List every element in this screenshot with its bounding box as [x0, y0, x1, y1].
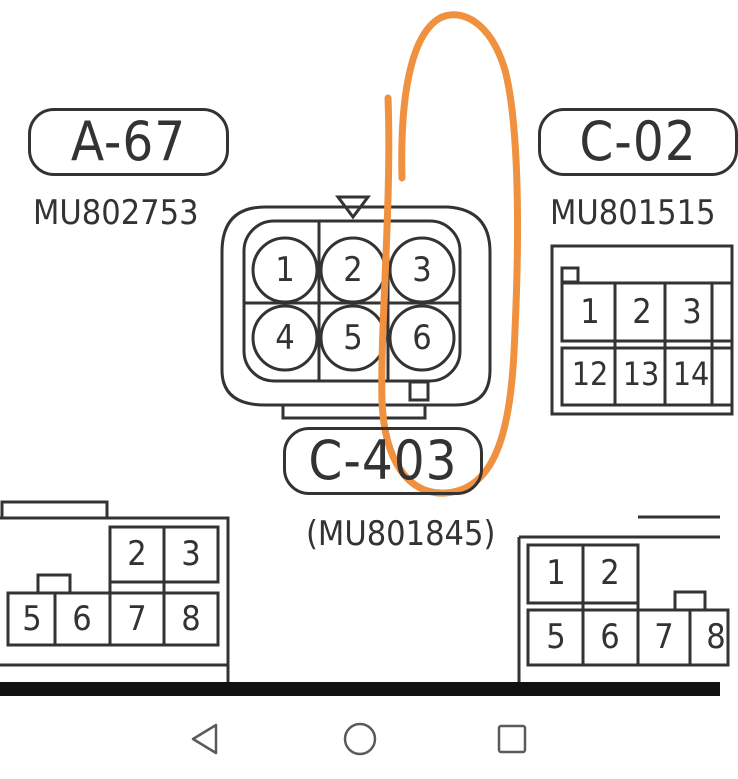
bottom-left-pin: 2: [127, 534, 147, 574]
c02-part-number: MU801515: [550, 193, 716, 233]
c02-pin: 14: [672, 355, 710, 393]
pin-circle-6: [388, 304, 456, 372]
c02-pin: 2: [632, 292, 652, 332]
c403-pin: 3: [412, 250, 432, 290]
bottom-left-pin: 3: [181, 534, 201, 574]
android-nav-bar: [0, 696, 720, 779]
c403-latch: [335, 195, 371, 220]
bottom-right-pin: 1: [546, 553, 566, 593]
image-bottom-edge: [0, 682, 720, 696]
bottom-right-pin: 8: [706, 617, 726, 657]
orange-annotation-ellipse: [378, 11, 522, 497]
c02-pin: 12: [571, 355, 609, 393]
a67-title-box: A-67: [28, 108, 229, 176]
back-button[interactable]: [180, 714, 230, 764]
c02-title-box: C-02: [538, 108, 738, 176]
bottom-right-pin: 6: [600, 617, 620, 657]
c403-pin: 1: [275, 250, 295, 290]
pin-circle-3: [388, 236, 456, 304]
c02-pin: 13: [622, 355, 660, 393]
pin-circle-4: [251, 304, 319, 372]
c403-title: C-403: [308, 429, 458, 492]
bottom-left-pin: 8: [181, 599, 201, 639]
home-button[interactable]: [335, 714, 385, 764]
c02-title: C-02: [579, 110, 697, 173]
a67-part-number: MU802753: [33, 193, 199, 233]
a67-title: A-67: [70, 110, 187, 173]
c403-pin: 5: [343, 318, 363, 358]
c403-inner-body: [242, 219, 462, 383]
connector-line-art: [0, 11, 734, 682]
bottom-right-pin: 2: [600, 553, 620, 593]
bottom-left-pin: 6: [72, 599, 92, 639]
c403-part-number: (MU801845): [306, 514, 496, 554]
back-icon: [191, 723, 218, 755]
bottom-left-pin: 7: [127, 599, 147, 639]
c403-pin: 6: [412, 318, 432, 358]
c403-pin: 2: [343, 250, 363, 290]
c02-pin: 3: [682, 292, 702, 332]
pin-circle-1: [251, 236, 319, 304]
recents-button[interactable]: [487, 714, 537, 764]
wiring-diagram: A-67 MU802753 C-02 MU801515 1 2 3 12 13 …: [0, 11, 738, 682]
bottom-right-pin: 5: [546, 617, 566, 657]
home-icon: [343, 722, 377, 756]
c403-title-box: C-403: [283, 427, 483, 495]
recents-icon: [497, 724, 527, 754]
c02-pin: 1: [580, 292, 600, 332]
bottom-left-pin: 5: [22, 599, 42, 639]
bottom-right-pin: 7: [654, 617, 674, 657]
c403-pin: 4: [275, 318, 295, 358]
c403-tab: [281, 403, 427, 420]
